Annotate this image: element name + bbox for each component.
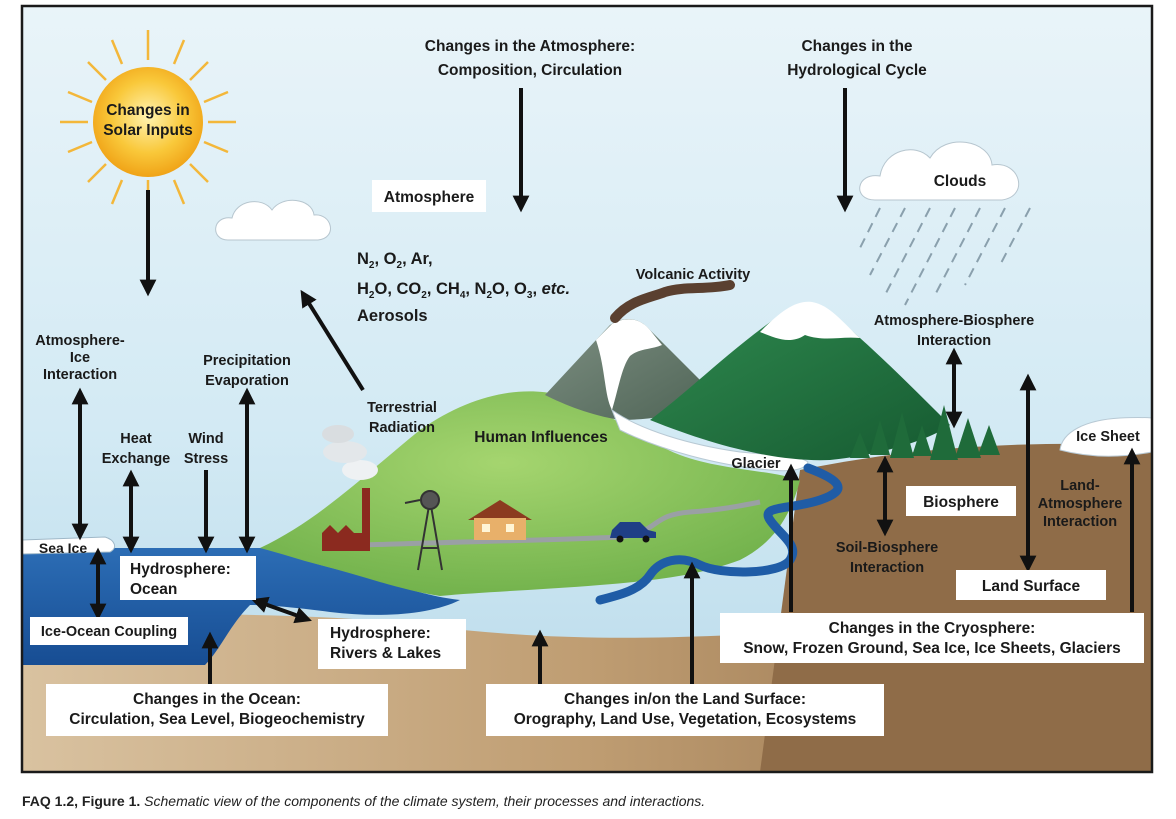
atmosphere-label: Atmosphere (384, 189, 475, 206)
caption-italic: Schematic view of the components of the … (144, 793, 706, 809)
rain-cloud (857, 141, 1031, 306)
house (468, 500, 532, 540)
arrows (71, 88, 1141, 688)
figure-caption: FAQ 1.2, Figure 1. Schematic view of the… (22, 793, 705, 809)
sea-ice-label: Sea Ice (39, 540, 87, 556)
factory (322, 425, 378, 551)
cryosphere-box (720, 613, 1144, 663)
caption-bold: FAQ 1.2, Figure 1. (22, 793, 141, 809)
sun (60, 30, 236, 210)
biosphere-box (906, 486, 1016, 516)
mountain-snow (760, 301, 860, 341)
atmosphere-box (372, 180, 486, 212)
atmosphere-changes-label: Changes in the Atmosphere:Composition, C… (425, 38, 635, 79)
ice-ocean-box (30, 617, 188, 645)
gases-line-2: H2O, CO2, CH4, N2O, O3, etc. (357, 280, 570, 301)
label-boxes (30, 180, 1144, 736)
gases-line-1: N2, O2, Ar, (357, 250, 433, 271)
ice-ocean-label: Ice-Ocean Coupling (41, 624, 177, 640)
left-cloud (215, 199, 331, 241)
volcano-snow (596, 319, 662, 410)
volcanic-label: Volcanic Activity (636, 267, 750, 283)
figure-frame (20, 4, 1154, 774)
windmill (404, 490, 443, 571)
ocean-changes-label: Changes in the Ocean:Circulation, Sea Le… (69, 691, 365, 728)
land-surface-label: Land Surface (982, 578, 1081, 595)
ocean-changes-box (46, 684, 388, 736)
land-changes-label: Changes in/on the Land Surface:Orography… (514, 691, 857, 728)
rivers-label: Hydrosphere:Rivers & Lakes (330, 625, 441, 662)
ice-sheet-shape (1059, 417, 1153, 457)
volcanic-smoke (610, 280, 735, 323)
hydrosphere-ocean-box (120, 556, 256, 600)
land-changes-box (486, 684, 884, 736)
ice-sheet-label: Ice Sheet (1076, 429, 1140, 445)
car (610, 522, 656, 543)
glacier-shape (610, 408, 809, 472)
forest-trees (850, 405, 1000, 460)
hydrosphere-ocean-label: Hydrosphere:Ocean (130, 561, 231, 598)
arrow-ocean-rivers (251, 596, 312, 624)
human-label: Human Influences (474, 429, 608, 446)
cryosphere-label: Changes in the Cryosphere:Snow, Frozen G… (743, 620, 1121, 657)
land-surface-box (956, 570, 1106, 600)
gas-composition: N2, O2, Ar, H2O, CO2, CH4, N2O, O3, etc.… (357, 250, 570, 325)
volcano-mountain (545, 318, 720, 420)
arrow-terrestrial-radiation (300, 289, 365, 392)
green-mountain (650, 304, 950, 461)
gases-line-3: Aerosols (357, 307, 428, 325)
biosphere-label: Biosphere (923, 494, 999, 511)
clouds-label: Clouds (934, 173, 987, 190)
rivers-box (318, 619, 466, 669)
glacier-label: Glacier (731, 456, 781, 472)
